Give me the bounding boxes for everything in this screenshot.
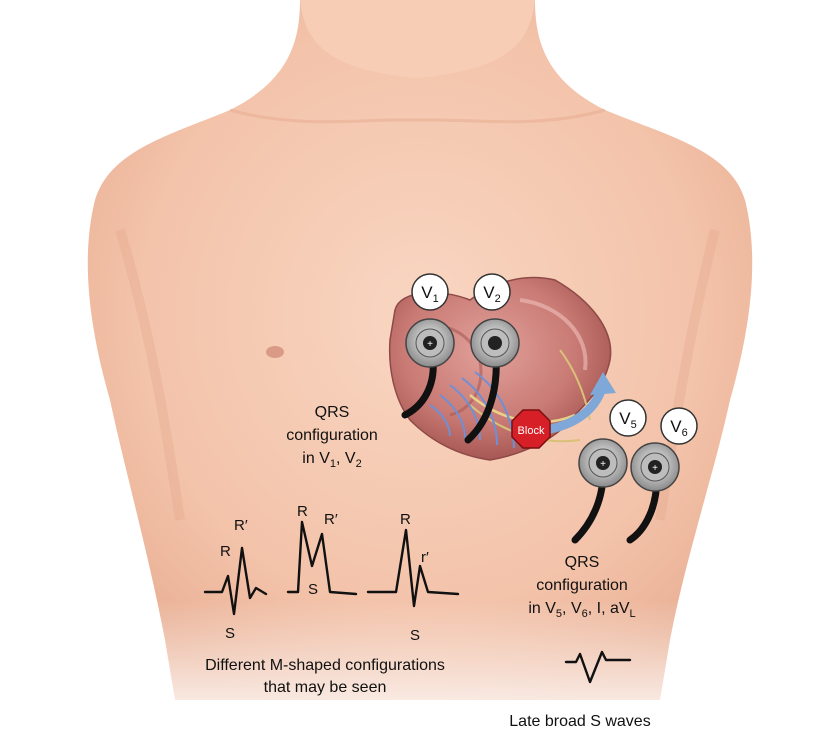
electrode-v6: + <box>631 443 679 491</box>
block-sign: Block <box>512 410 550 448</box>
svg-text:+: + <box>600 459 606 470</box>
caption-late-s: Late broad S waves <box>509 713 650 730</box>
wave2-r-label: R <box>297 503 308 520</box>
svg-text:+: + <box>427 339 433 350</box>
wave3-r-label: R <box>400 511 411 528</box>
electrode-v2 <box>471 319 519 367</box>
wave3-rprime-label: r′ <box>421 549 429 566</box>
wave2-rprime-label: R′ <box>324 511 338 528</box>
svg-text:configuration: configuration <box>286 427 378 444</box>
svg-text:QRS: QRS <box>565 554 600 571</box>
electrode-v5: + <box>579 439 627 487</box>
svg-text:Different M-shaped configurati: Different M-shaped configurations <box>205 657 445 674</box>
wave3-s-label: S <box>410 627 420 644</box>
wave2-s-label: S <box>308 581 318 598</box>
wave1-s-label: S <box>225 625 235 642</box>
lead-label-v2: V2 <box>474 274 510 310</box>
wave1-rprime-label: R′ <box>234 517 248 534</box>
svg-text:that may be seen: that may be seen <box>264 679 387 696</box>
electrode-v1: + <box>406 319 454 367</box>
lead-label-v1: V1 <box>412 274 448 310</box>
wave1-r-label: R <box>220 543 231 560</box>
svg-text:+: + <box>652 463 658 474</box>
lead-label-v5: V5 <box>610 400 646 436</box>
svg-text:configuration: configuration <box>536 577 628 594</box>
lead-label-v6: V6 <box>661 408 697 444</box>
svg-text:QRS: QRS <box>315 404 350 421</box>
block-label: Block <box>518 425 545 437</box>
left-nipple <box>266 346 284 358</box>
